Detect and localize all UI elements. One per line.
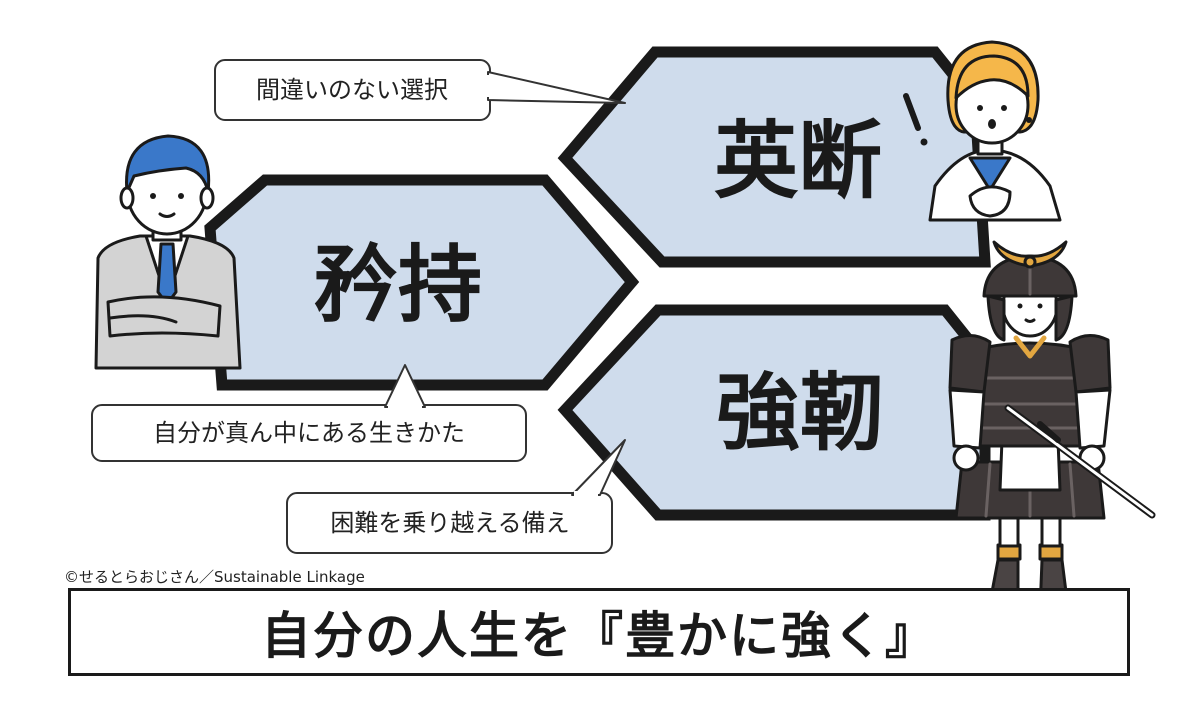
businessman-illustration <box>94 134 242 370</box>
hexagon-kyoji: 矜持 <box>204 174 640 391</box>
speech-bubble-eidan-text: 間違いのない選択 <box>256 76 448 104</box>
speech-bubble-kyoji-text: 自分が真ん中にある生きかた <box>153 419 465 447</box>
hexagon-kyojin-label: 強靭 <box>716 364 884 462</box>
hexagon-kyojin: 強靭 <box>557 304 991 521</box>
exclamation-icon <box>903 93 928 146</box>
bottom-banner: 自分の人生を『豊かに強く』 <box>68 588 1130 676</box>
speech-bubble-kyoji: 自分が真ん中にある生きかた <box>91 364 527 462</box>
hexagon-eidan-label: 英断 <box>714 112 882 210</box>
speech-bubble-kyojin-text: 困難を乗り越える備え <box>330 509 569 537</box>
speech-bubble-kyojin: 困難を乗り越える備え <box>286 439 626 554</box>
copyright-credit: ©せるとらおじさん／Sustainable Linkage <box>64 568 365 586</box>
speech-bubble-eidan: 間違いのない選択 <box>214 59 626 121</box>
woman-illustration <box>928 40 1062 222</box>
hexagon-eidan: 英断 <box>557 46 991 268</box>
samurai-illustration <box>948 240 1156 619</box>
hexagon-kyoji-label: 矜持 <box>314 236 482 334</box>
banner-title: 自分の人生を『豊かに強く』 <box>261 607 937 665</box>
